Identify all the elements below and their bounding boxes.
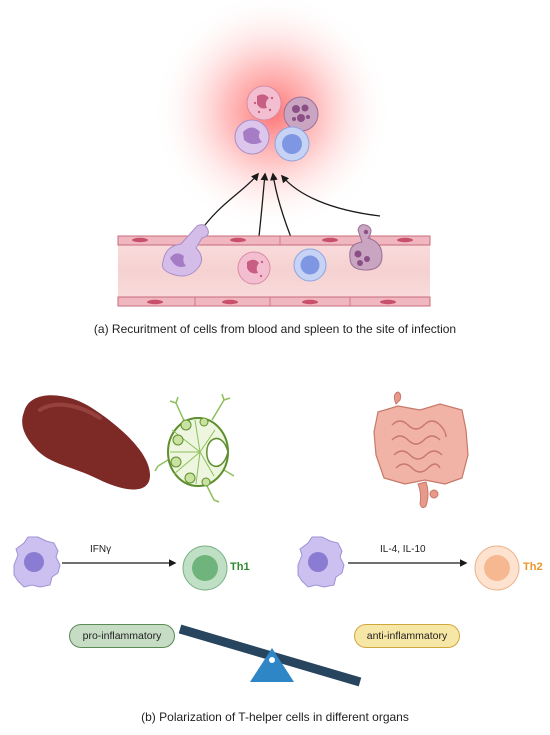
- endothelial-nuclei: [132, 237, 413, 305]
- lymphocyte-in-vessel: [293, 248, 327, 282]
- naive-cell-left: [13, 536, 61, 588]
- intestine-organ: [373, 391, 469, 509]
- monocyte-transmigrating: [161, 224, 209, 277]
- spleen-organ: [22, 395, 150, 490]
- naive-cell-right: [297, 536, 345, 588]
- lymph-node-organ: [154, 393, 235, 503]
- monocyte-cell: [234, 119, 270, 155]
- seesaw-fulcrum: [250, 648, 294, 682]
- basophil-cell: [283, 96, 319, 132]
- ifng-label: IFNγ: [90, 544, 112, 555]
- th2-label: Th2: [523, 561, 543, 573]
- th1-cell: [182, 545, 228, 591]
- seesaw-balance: [178, 624, 362, 687]
- il4-il10-label: IL-4, IL-10: [380, 544, 426, 555]
- panel-b-caption: (b) Polarization of T-helper cells in di…: [141, 710, 409, 724]
- infection-site: [152, 0, 392, 232]
- anti-inflammatory-badge: anti-inflammatory: [354, 624, 460, 648]
- neutrophil-cell: [246, 85, 282, 121]
- neutrophil-in-vessel: [237, 251, 271, 285]
- basophil-transmigrating: [349, 224, 383, 271]
- th1-label: Th1: [230, 561, 250, 573]
- blood-vessel: [117, 235, 431, 307]
- th2-cell: [474, 545, 520, 591]
- pro-inflammatory-badge: pro-inflammatory: [69, 624, 175, 648]
- panel-a-caption: (a) Recuritment of cells from blood and …: [93, 322, 457, 336]
- lymphocyte-cell: [274, 126, 310, 162]
